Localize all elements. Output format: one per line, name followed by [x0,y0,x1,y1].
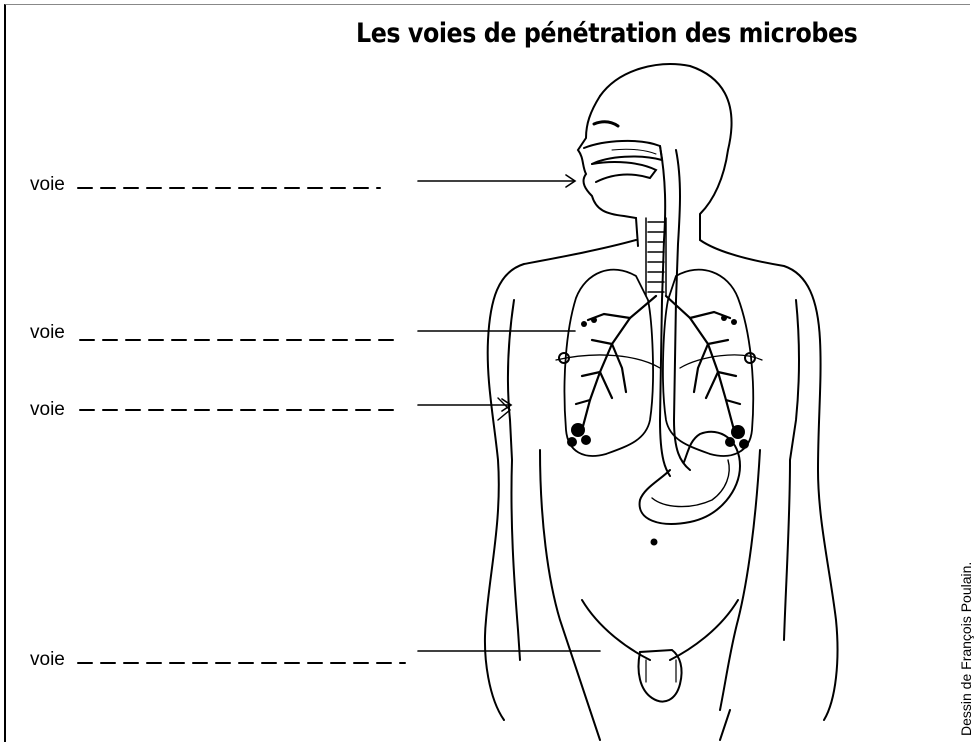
torso-right-outline [700,240,838,720]
bronchi [576,296,740,430]
navel [652,540,657,545]
torso-left-outline [485,240,636,720]
face-outline [578,96,638,246]
stomach [640,432,740,524]
